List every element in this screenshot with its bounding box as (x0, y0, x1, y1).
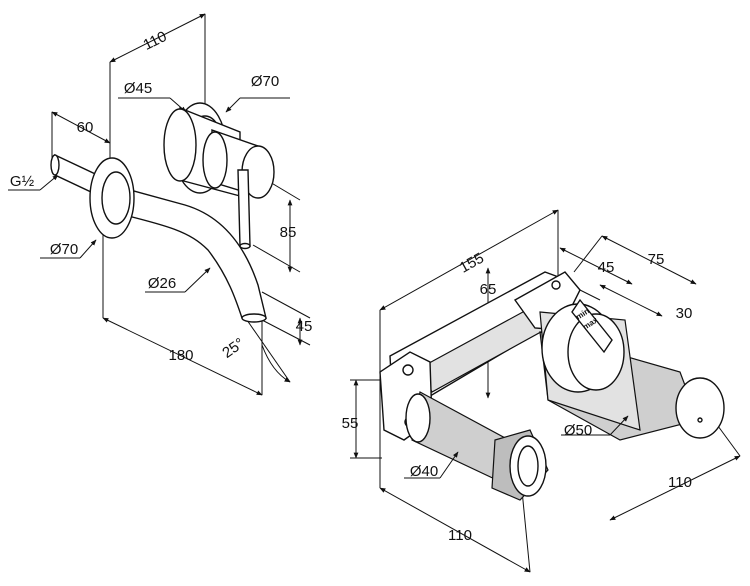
valve-drawing: 155 65 75 45 30 55 Ø50 Ø40 110 110 min m… (342, 209, 741, 573)
faucet-drawing: 110 Ø45 Ø70 60 G½ Ø70 85 Ø26 45 180 25° (8, 13, 313, 396)
dim-height-85: 85 (280, 224, 297, 241)
dim-length-110-bottom: 110 (448, 527, 472, 544)
dim-reach-180: 180 (168, 347, 193, 364)
dim-depth-65: 65 (480, 281, 497, 298)
dim-height-55: 55 (342, 415, 359, 432)
dim-spout-diameter-26: Ø26 (148, 275, 176, 292)
dim-width-45: 45 (598, 259, 615, 276)
dim-width-75: 75 (648, 251, 665, 268)
dim-width-110: 110 (141, 28, 170, 54)
dim-plate-diameter-70: Ø70 (50, 241, 78, 258)
dim-handle-diameter-45: Ø45 (124, 80, 152, 97)
dim-angle-25: 25° (219, 335, 247, 362)
dim-drop-45: 45 (296, 318, 313, 335)
dim-outlet-diameter-40: Ø40 (410, 463, 438, 480)
dim-body-diameter-50: Ø50 (564, 422, 592, 439)
dim-length-110-right: 110 (668, 474, 692, 491)
dim-thread-g-half: G½ (10, 173, 35, 190)
dim-width-155: 155 (457, 250, 487, 277)
dim-handle-diameter-70: Ø70 (251, 73, 279, 90)
dim-depth-30: 30 (676, 305, 693, 322)
dim-depth-60: 60 (77, 119, 94, 136)
